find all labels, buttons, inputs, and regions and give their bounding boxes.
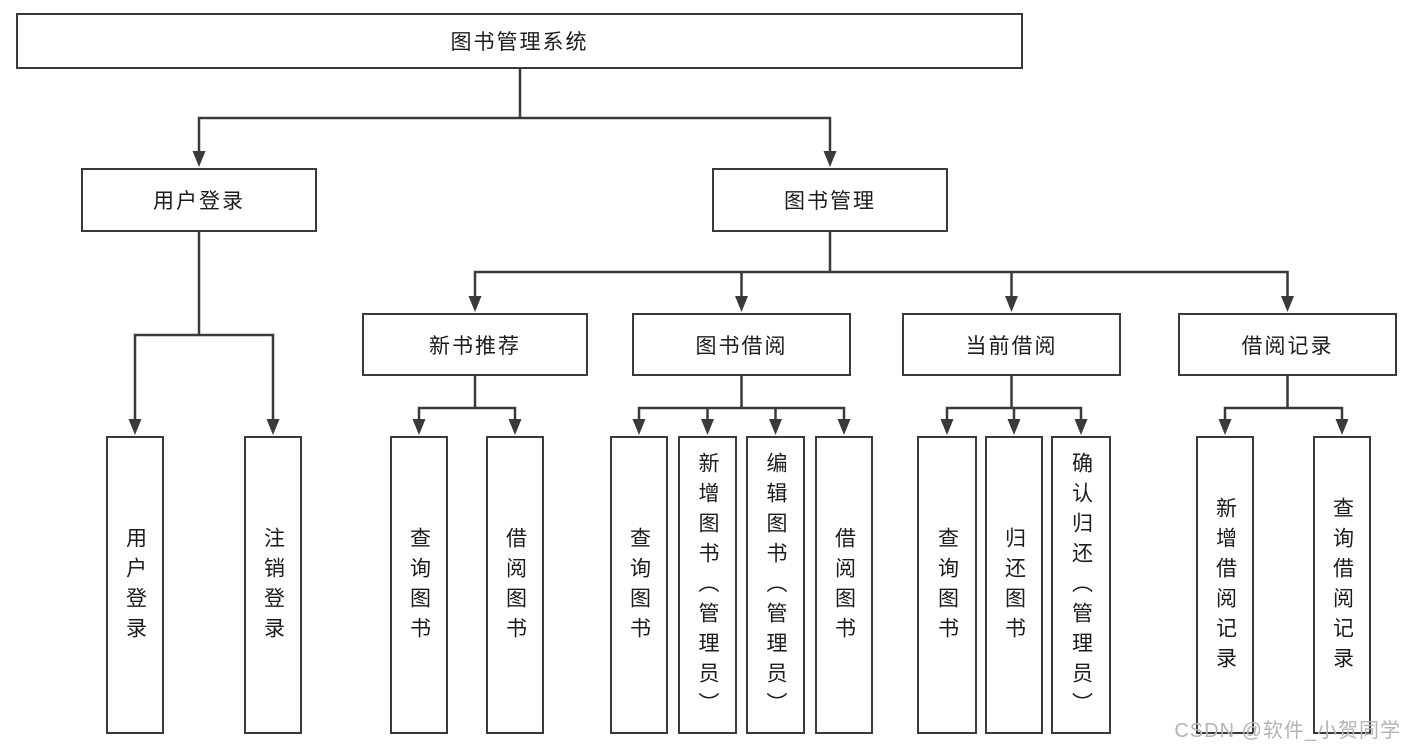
leaf-borrow-books-recommend: 借阅图书 [486,436,544,734]
leaf-query-books-current: 查询图书 [917,436,977,734]
leaf-borrow-books: 借阅图书 [815,436,873,734]
leaf-query-books-recommend: 查询图书 [390,436,448,734]
leaf-return-books: 归还图书 [985,436,1043,734]
csdn-watermark: CSDN @软件_小贺同学 [1174,720,1401,742]
leaf-edit-books-admin: 编辑图书（管理员） [746,436,805,734]
node-root-system: 图书管理系统 [16,13,1023,69]
node-user-login: 用户登录 [81,168,317,232]
leaf-logout: 注销登录 [244,436,302,734]
node-borrowing-records: 借阅记录 [1178,313,1397,376]
node-current-borrowing: 当前借阅 [902,313,1121,376]
leaf-query-books-borrow: 查询图书 [610,436,668,734]
leaf-add-borrow-record: 新增借阅记录 [1196,436,1254,734]
node-book-management: 图书管理 [712,168,948,232]
node-book-borrowing: 图书借阅 [632,313,851,376]
leaf-add-books-admin: 新增图书（管理员） [678,436,737,734]
leaf-query-borrow-record: 查询借阅记录 [1313,436,1371,734]
leaf-user-login: 用户登录 [106,436,164,734]
node-new-book-recommendation: 新书推荐 [362,313,588,376]
leaf-confirm-return-admin: 确认归还（管理员） [1051,436,1111,734]
